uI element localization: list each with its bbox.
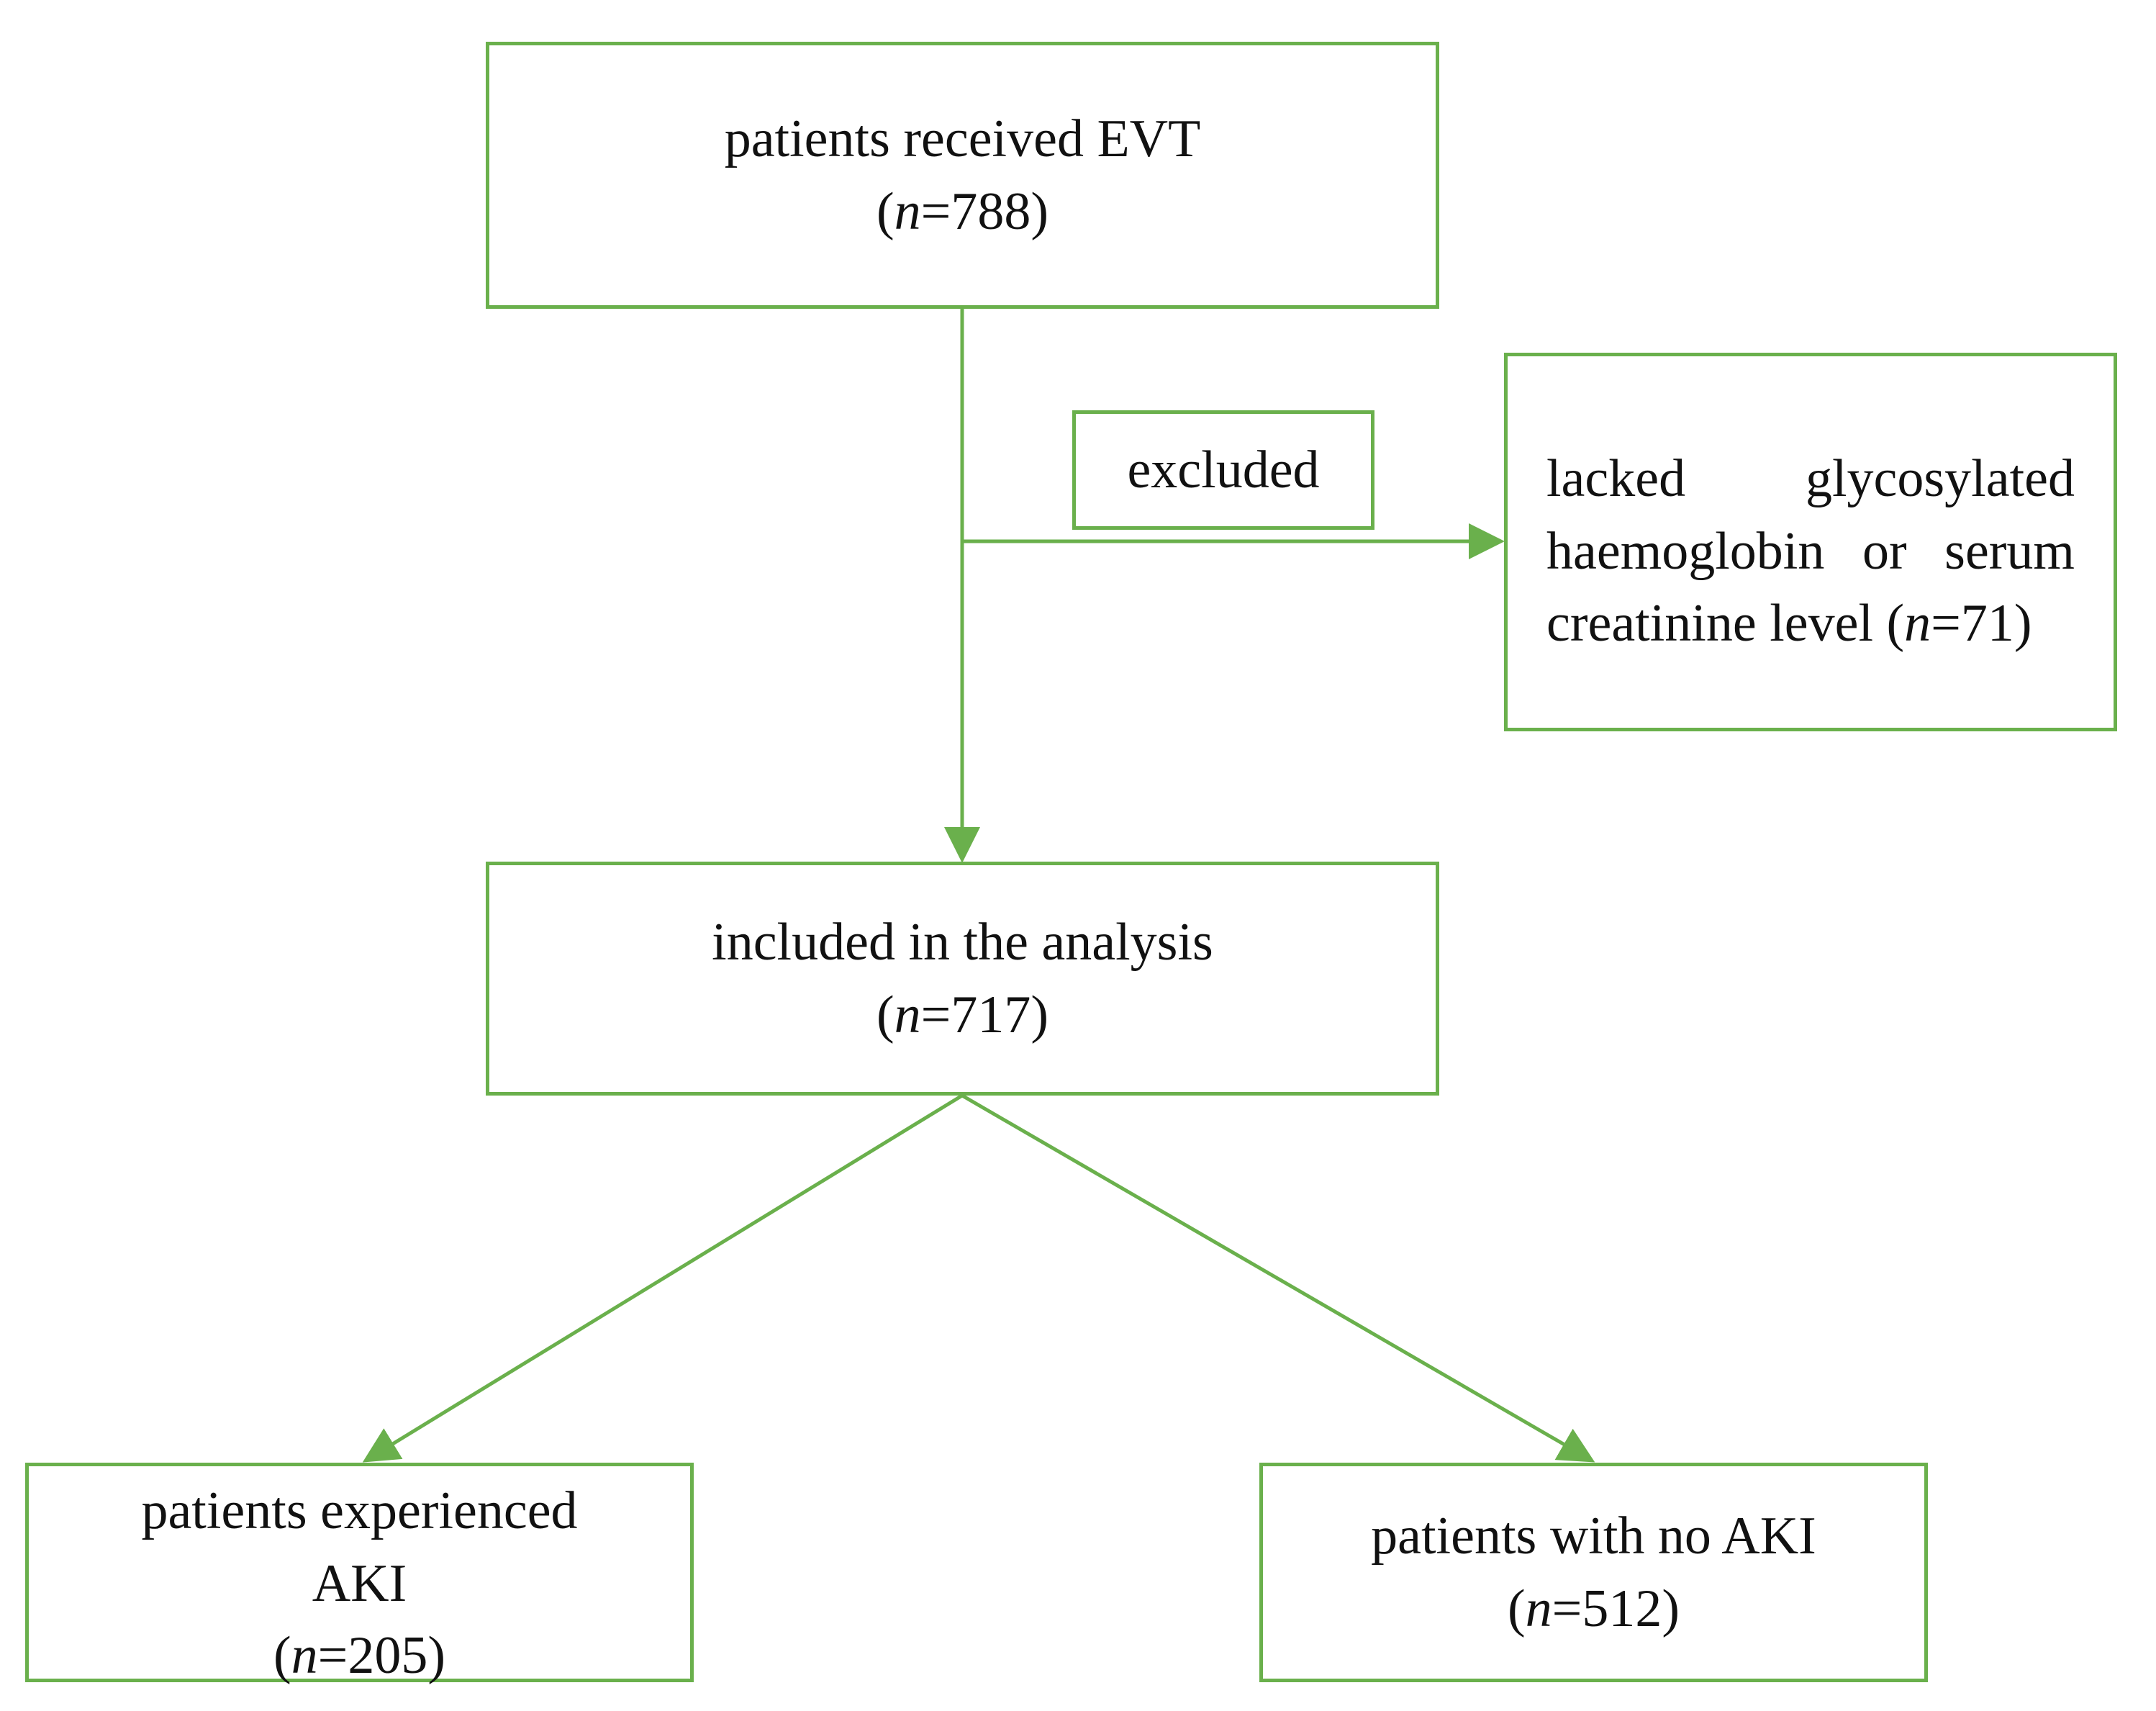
patients-with-no-aki-box: patients with no AKI (n=512) (1259, 1463, 1928, 1682)
included-in-analysis-box: included in the analysis (n=717) (486, 862, 1439, 1096)
patients-experienced-aki-label-line-1: patients experienced (141, 1481, 578, 1540)
patients-received-evt-box: patients received EVT (n=788) (486, 42, 1439, 309)
patients-experienced-aki-count: (n=205) (273, 1626, 446, 1686)
exclusion-reason-box: lacked glycosylated haemoglobin or serum… (1504, 353, 2117, 731)
arrow-included-to-no-aki (961, 1093, 1595, 1463)
exclusion-reason-line-3: creatinine level (n=71) (1546, 594, 2032, 654)
included-in-analysis-count: (n=717) (876, 985, 1049, 1044)
patients-received-evt-count: (n=788) (876, 181, 1049, 241)
patients-with-no-aki-count: (n=512) (1507, 1579, 1680, 1638)
excluded-label: excluded (1127, 440, 1320, 500)
arrow-included-to-aki (362, 1093, 964, 1463)
included-in-analysis-label: included in the analysis (712, 912, 1213, 972)
patients-experienced-aki-box: patients experienced AKI (n=205) (25, 1463, 694, 1685)
patients-received-evt-label: patients received EVT (724, 109, 1201, 168)
patients-experienced-aki-label-line-2: AKI (312, 1553, 407, 1613)
excluded-box: excluded (1072, 410, 1374, 530)
patients-with-no-aki-label: patients with no AKI (1371, 1506, 1816, 1566)
exclusion-reason-line-2: haemoglobin or serum (1546, 521, 2075, 581)
exclusion-reason-line-1: lacked glycosylated (1546, 449, 2075, 508)
